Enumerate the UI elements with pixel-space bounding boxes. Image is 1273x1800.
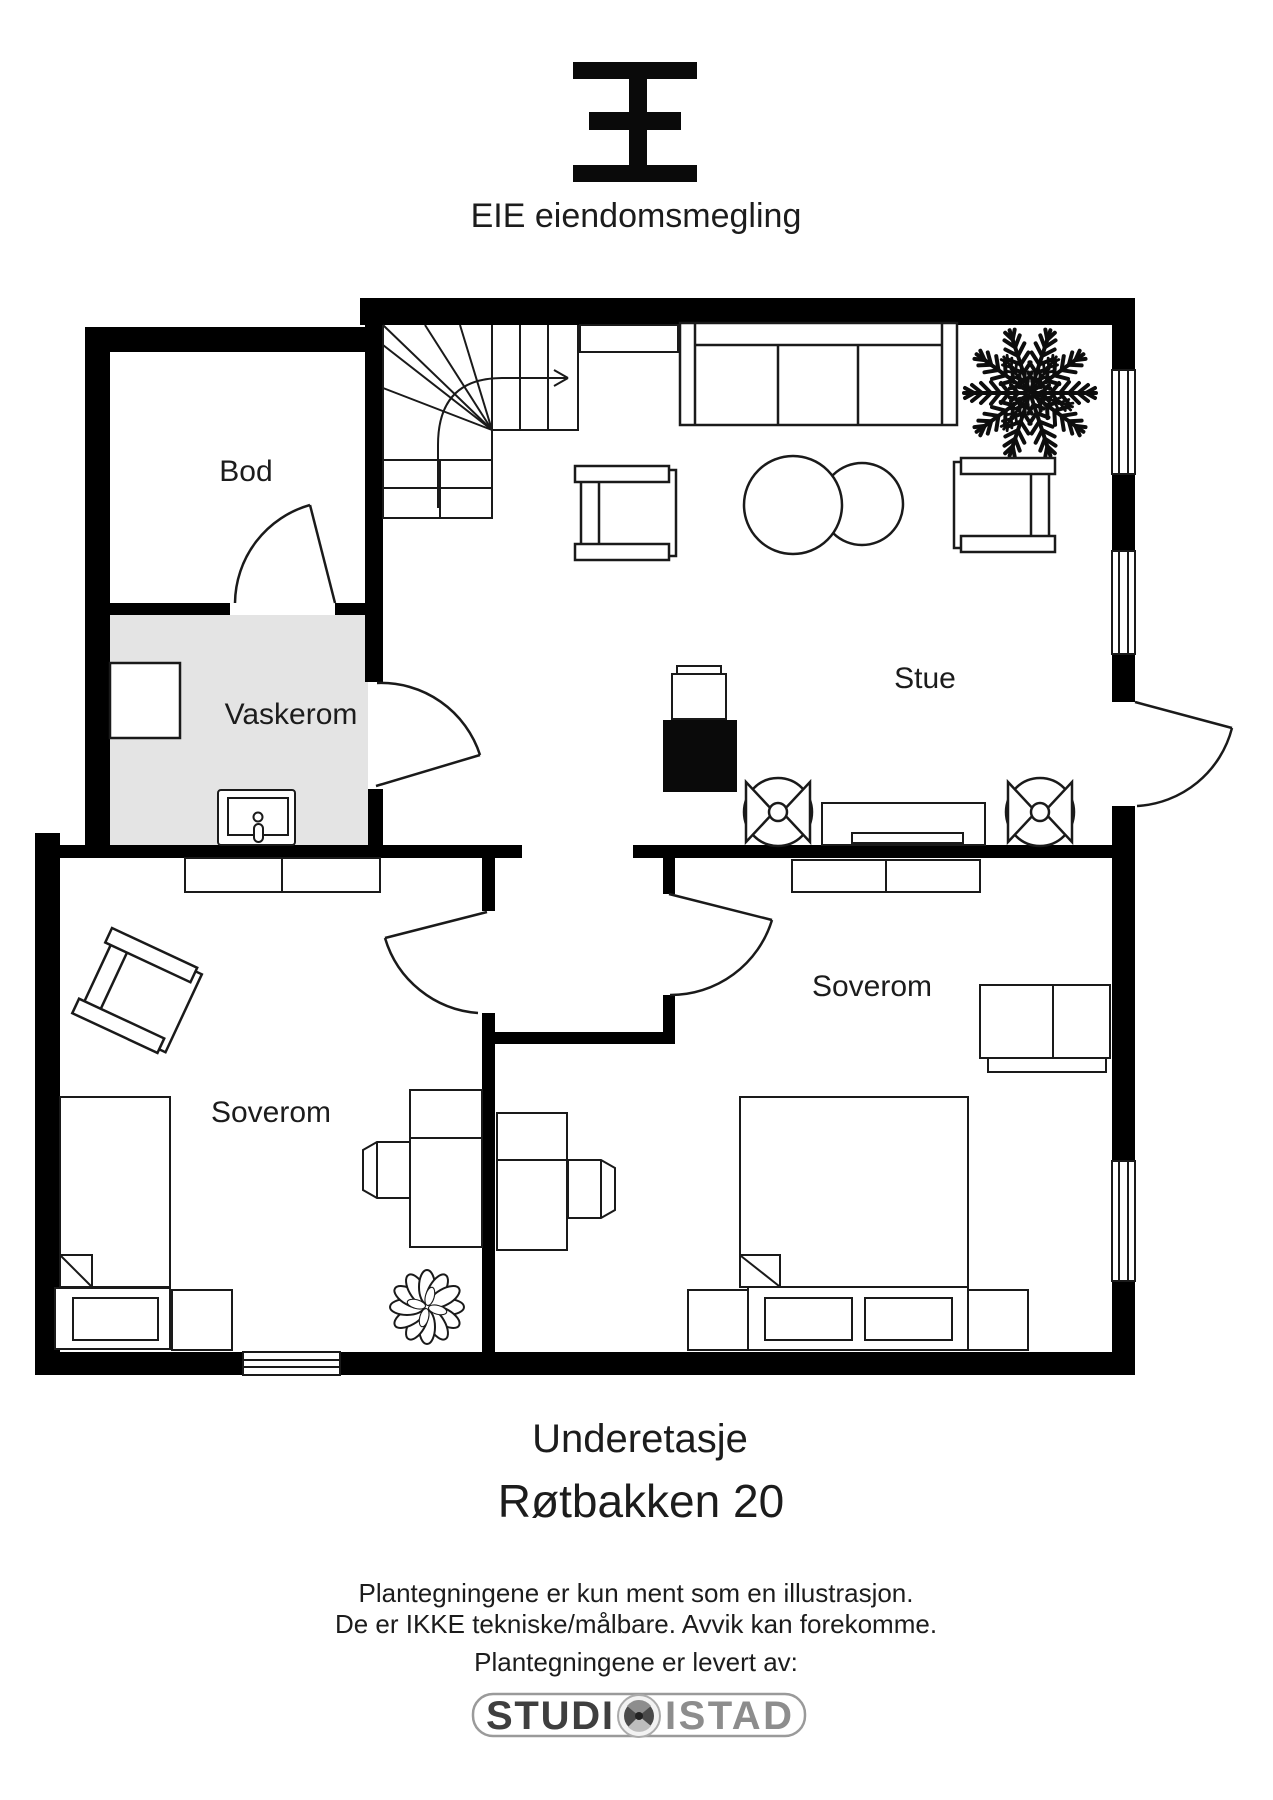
fan-icon-right (1004, 776, 1076, 848)
bed-single (54, 1096, 171, 1350)
room-label-bod: Bod (219, 455, 272, 488)
address: Røtbakken 20 (498, 1475, 784, 1527)
eie-logo: EIE eiendomsmegling (471, 62, 802, 235)
walls (35, 298, 1135, 1375)
disclaimer-line-2: De er IKKE tekniske/målbare. Avvik kan f… (335, 1609, 937, 1639)
palm-plant-icon (962, 324, 1098, 462)
tv-bench (821, 802, 986, 846)
floorplan: Bod Vaskerom Stue Soverom Soverom (35, 298, 1234, 1376)
door-soverom-left (383, 910, 488, 1015)
footer: Underetasje Røtbakken 20 Plantegningene … (335, 1417, 937, 1738)
armchair-right (952, 456, 1057, 554)
room-label-vaskerom: Vaskerom (225, 698, 358, 731)
washing-machine (108, 661, 182, 740)
armchair-rotated (71, 926, 205, 1058)
dresser-left (184, 857, 381, 893)
window-stue-2 (1111, 550, 1136, 655)
door-vaskerom (375, 681, 482, 788)
studio-istad-logo: STUDI ISTAD (471, 1692, 807, 1738)
desk-chair-left-room (362, 1141, 411, 1199)
disclaimer-line-1: Plantegningene er kun ment som en illust… (359, 1578, 914, 1608)
desk-right-wall (979, 984, 1111, 1073)
desk-mid-room (496, 1112, 568, 1251)
stairs-direction-arrow-icon (437, 369, 569, 508)
provider-text-right: ISTAD (665, 1694, 793, 1738)
nightstand-left-room (171, 1289, 233, 1351)
provider-text-left: STUDI (486, 1694, 614, 1738)
eie-logo-icon (573, 62, 697, 182)
disclaimer-line-3: Plantegningene er levert av: (474, 1647, 798, 1677)
wall-shelf (579, 324, 679, 353)
room-label-soverom-right: Soverom (812, 970, 932, 1003)
desk-chair-right-room (567, 1159, 616, 1219)
nightstand-right-room-1 (687, 1289, 749, 1351)
staircase (382, 324, 579, 519)
wood-stove (663, 720, 737, 792)
bed-double (739, 1096, 969, 1351)
door-stue-exterior (1134, 700, 1234, 808)
leaf-plant-icon (389, 1269, 465, 1345)
laundry-sink (217, 789, 296, 846)
dresser-right (791, 859, 981, 893)
window-soverom-left (242, 1351, 341, 1376)
door-soverom-right (668, 892, 774, 997)
window-stue-1 (1111, 369, 1136, 475)
door-bod (233, 503, 337, 604)
room-label-soverom-left: Soverom (211, 1096, 331, 1129)
window-soverom-right (1111, 1160, 1136, 1282)
desk-left-room (409, 1089, 483, 1248)
camera-aperture-icon (617, 1694, 661, 1738)
room-label-stue: Stue (894, 662, 956, 695)
brand-text: EIE eiendomsmegling (471, 197, 802, 235)
stool-chair (671, 665, 727, 720)
fan-icon-left (742, 776, 814, 848)
sofa (678, 321, 959, 427)
armchair-left (573, 464, 678, 562)
floor-title: Underetasje (532, 1417, 748, 1461)
nightstand-right-room-2 (967, 1289, 1029, 1351)
round-coffee-tables (742, 454, 905, 556)
